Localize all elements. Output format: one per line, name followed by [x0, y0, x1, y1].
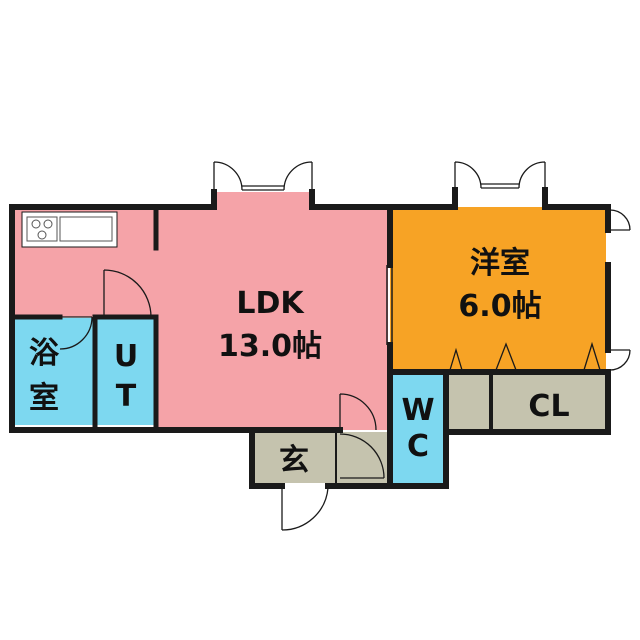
wc-label-bottom: C	[407, 429, 429, 464]
closet-label: CL	[528, 389, 569, 424]
bath-label-top: 浴	[29, 336, 60, 371]
entrance-label: 玄	[279, 443, 309, 478]
entrance-floor	[252, 432, 388, 483]
kitchen-counter	[21, 211, 118, 248]
bath-label-bottom: 室	[29, 381, 59, 416]
doors	[59, 161, 631, 531]
ut-label-top: U	[114, 339, 138, 374]
utility-floor	[97, 318, 154, 425]
ut-label-bottom: T	[116, 379, 137, 414]
walls	[9, 187, 611, 489]
bathroom-floor	[12, 318, 95, 425]
wc-floor	[392, 375, 446, 483]
storage-floor	[448, 375, 491, 430]
closet-floor	[493, 375, 606, 430]
western-name: 洋室	[470, 246, 530, 281]
ldk-size: 13.0帖	[218, 329, 322, 364]
wc-label-top: W	[401, 393, 434, 428]
ldk-floor	[12, 192, 388, 430]
western-room-floor	[390, 207, 606, 372]
room-labels: LDK 13.0帖 洋室 6.0帖 浴 室 U T W C CL 玄	[29, 246, 570, 478]
western-size: 6.0帖	[458, 289, 541, 324]
room-fills	[12, 192, 606, 483]
ldk-name: LDK	[236, 286, 305, 321]
